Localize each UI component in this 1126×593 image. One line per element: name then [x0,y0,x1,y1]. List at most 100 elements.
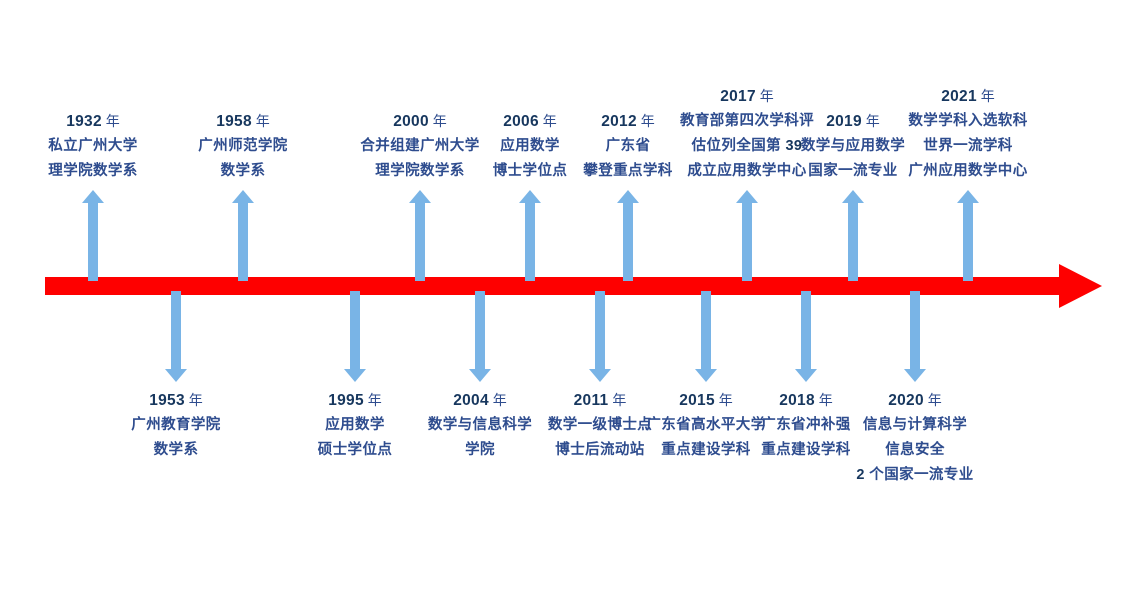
connector-shaft [595,291,605,370]
event-year-suffix: 年 [184,392,203,408]
event-year-suffix: 年 [976,88,995,104]
connector-arrow-2012 [617,190,639,281]
event-line: 私立广州大学 [48,138,138,154]
connector-shaft [742,202,752,281]
connector-arrowhead-icon [469,369,491,382]
event-year: 1932 年 [66,113,120,130]
emphasized-number: 39 [785,138,803,154]
connector-arrow-1958 [232,190,254,281]
event-line: 国家一流专业 [808,163,898,179]
event-line: 2 个国家一流专业 [856,467,974,483]
event-year: 2019 年 [826,113,880,130]
timeline-event-1953[interactable]: 1953 年广州教育学院数学系 [131,388,220,463]
event-year-suffix: 年 [488,392,507,408]
event-year: 2000 年 [393,113,447,130]
event-line: 信息与计算科学 [862,417,968,433]
event-year-suffix: 年 [608,392,627,408]
connector-arrowhead-icon [344,369,366,382]
connector-arrowhead-icon [736,190,758,203]
event-year-suffix: 年 [538,113,557,129]
connector-arrowhead-icon [617,190,639,203]
event-line: 广州应用数学中心 [908,163,1028,179]
event-line: 广东省 [605,138,651,154]
event-year-suffix: 年 [861,113,880,129]
connector-shaft [848,202,858,281]
event-year-suffix: 年 [636,113,655,129]
event-line: 数学系 [220,163,266,179]
event-year-suffix: 年 [101,113,120,129]
event-line: 重点建设学科 [761,442,851,458]
timeline-event-1932[interactable]: 1932 年私立广州大学理学院数学系 [48,109,137,184]
connector-arrowhead-icon [82,190,104,203]
event-year: 2011 年 [573,392,627,409]
event-line: 数学与应用数学 [800,138,906,154]
event-year-suffix: 年 [363,392,382,408]
event-year: 1995 年 [328,392,382,409]
connector-arrow-1995 [344,291,366,382]
connector-shaft [475,291,485,370]
event-line: 合并组建广州大学 [360,138,480,154]
timeline-event-2011[interactable]: 2011 年数学一级博士点博士后流动站 [548,388,652,463]
event-year: 2006 年 [503,113,557,130]
event-year-suffix: 年 [714,392,733,408]
connector-shaft [350,291,360,370]
event-year: 2004 年 [453,392,507,409]
connector-arrowhead-icon [695,369,717,382]
event-year: 2015 年 [679,392,733,409]
connector-arrow-2021 [957,190,979,281]
event-line: 数学学科入选软科 [908,113,1028,129]
timeline-event-2012[interactable]: 2012 年广东省攀登重点学科 [583,109,672,184]
connector-shaft [623,202,633,281]
event-line: 重点建设学科 [661,442,751,458]
event-line: 博士学位点 [492,163,568,179]
connector-arrowhead-icon [904,369,926,382]
event-line: 广东省高水平大学 [646,417,766,433]
connector-shaft [801,291,811,370]
connector-shaft [963,202,973,281]
connector-arrow-1953 [165,291,187,382]
connector-arrow-2004 [469,291,491,382]
connector-shaft [415,202,425,281]
emphasized-number: 2 [856,467,865,483]
event-year: 1958 年 [216,113,270,130]
event-year: 2017 年 [720,88,774,105]
timeline-event-1995[interactable]: 1995 年应用数学硕士学位点 [318,388,393,463]
timeline-event-2018[interactable]: 2018 年广东省冲补强重点建设学科 [761,388,850,463]
timeline-event-2004[interactable]: 2004 年数学与信息科学学院 [428,388,532,463]
event-year-suffix: 年 [251,113,270,129]
event-line: 理学院数学系 [375,163,465,179]
connector-arrowhead-icon [842,190,864,203]
event-year-suffix: 年 [755,88,774,104]
event-line: 硕士学位点 [317,442,393,458]
event-line: 广州教育学院 [131,417,221,433]
event-year: 1953 年 [149,392,203,409]
connector-shaft [701,291,711,370]
timeline-event-2019[interactable]: 2019 年数学与应用数学国家一流专业 [801,109,905,184]
connector-arrow-2020 [904,291,926,382]
event-year: 2012 年 [601,113,655,130]
timeline-event-2021[interactable]: 2021 年数学学科入选软科世界一流学科广州应用数学中心 [908,84,1027,184]
event-line: 应用数学 [500,138,560,154]
timeline-event-2015[interactable]: 2015 年广东省高水平大学重点建设学科 [646,388,765,463]
connector-shaft [171,291,181,370]
timeline-event-1958[interactable]: 1958 年广州师范学院数学系 [198,109,287,184]
event-year: 2021 年 [941,88,995,105]
event-line: 成立应用数学中心 [687,163,807,179]
connector-arrowhead-icon [795,369,817,382]
timeline-event-2000[interactable]: 2000 年合并组建广州大学理学院数学系 [360,109,479,184]
event-year: 2018 年 [779,392,833,409]
event-year-suffix: 年 [428,113,447,129]
event-year-suffix: 年 [814,392,833,408]
connector-arrow-2006 [519,190,541,281]
event-line: 广东省冲补强 [761,417,851,433]
event-line: 广州师范学院 [198,138,288,154]
event-line: 数学一级博士点 [547,417,653,433]
timeline-event-2006[interactable]: 2006 年应用数学博士学位点 [493,109,568,184]
event-line: 数学系 [153,442,199,458]
event-year: 2020 年 [888,392,942,409]
connector-arrowhead-icon [957,190,979,203]
connector-arrowhead-icon [409,190,431,203]
